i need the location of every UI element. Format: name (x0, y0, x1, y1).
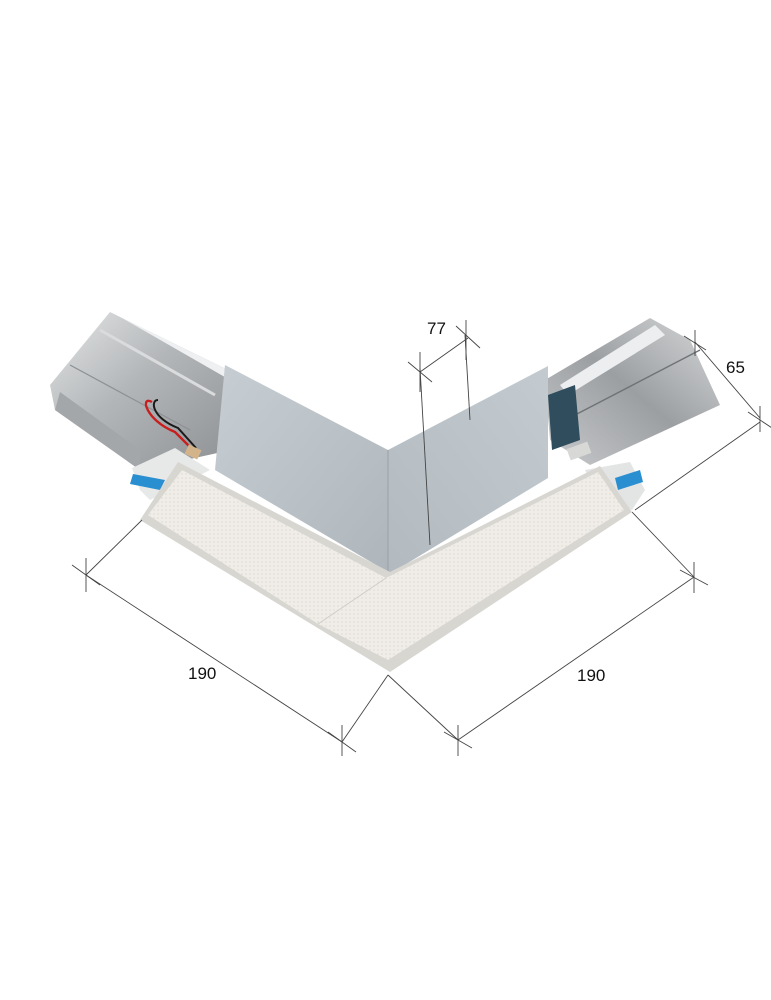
dimension-label-length-right-190: 190 (577, 666, 606, 685)
right-reflector-panel (388, 366, 548, 575)
right-diffuser (318, 472, 624, 660)
left-reflector-panel (215, 365, 388, 572)
left-housing (50, 312, 232, 500)
left-diffuser (148, 470, 386, 624)
dimension-label-height-65: 65 (726, 358, 745, 377)
dimension-label-length-left-190: 190 (188, 664, 217, 683)
dimension-lines (71, 320, 771, 756)
dimension-label-depth-77: 77 (427, 319, 446, 338)
